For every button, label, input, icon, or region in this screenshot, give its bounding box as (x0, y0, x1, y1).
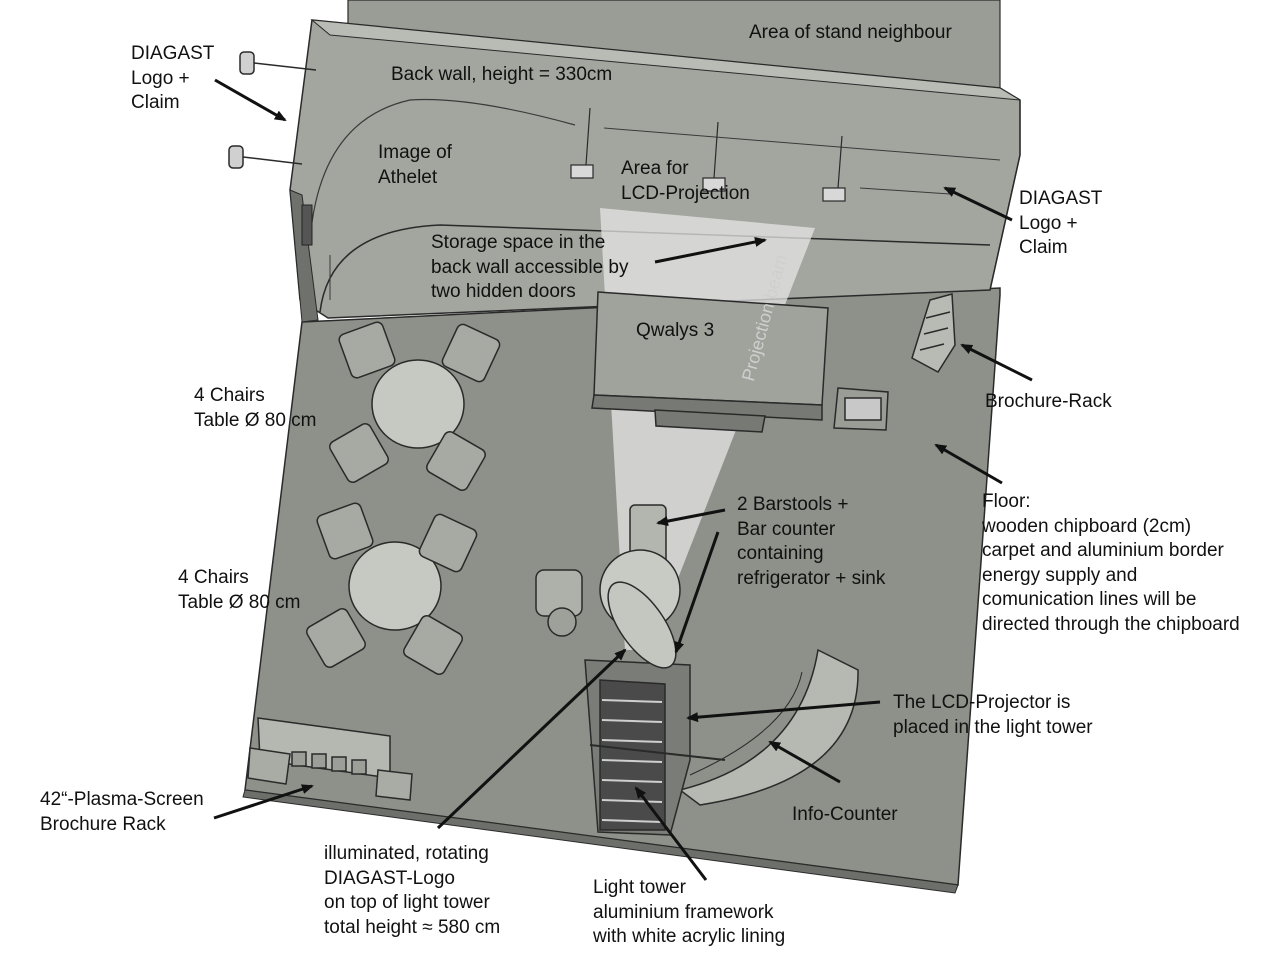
label-lcd-projector: The LCD-Projector is placed in the light… (893, 692, 1093, 738)
brochure-rack-right (911, 293, 956, 373)
left-wall-edge (289, 189, 319, 323)
label-qwalys: Qwalys 3 (636, 320, 715, 341)
label-diagast-right: DIAGAST Logo + Claim (1019, 188, 1103, 258)
floor-edge (242, 789, 959, 894)
label-light-tower: Light tower aluminium framework with whi… (593, 877, 786, 947)
label-neighbour: Area of stand neighbour (749, 22, 952, 43)
curved-wall (319, 224, 991, 313)
label-storage: Storage space in the back wall accessibl… (431, 232, 629, 302)
logo-spotlights (228, 51, 317, 169)
qwalys-machine (591, 291, 889, 433)
light-tower (584, 581, 726, 836)
table-group-2 (306, 502, 478, 675)
label-barstools: 2 Barstools + Bar counter containing ref… (737, 494, 886, 589)
label-info-counter: Info-Counter (792, 804, 898, 825)
label-floor: Floor: wooden chipboard (2cm) carpet and… (982, 491, 1240, 635)
wall-lamps (570, 107, 846, 202)
label-brochure-rack: Brochure-Rack (985, 391, 1112, 412)
label-back-wall: Back wall, height = 330cm (391, 64, 613, 85)
info-counter (678, 648, 859, 806)
label-lcd-area: Area for LCD-Projection (621, 158, 750, 204)
label-chairs-1: 4 Chairs Table Ø 80 cm (194, 385, 317, 431)
label-image-athlete: Image of Athelet (378, 142, 452, 188)
label-chairs-2: 4 Chairs Table Ø 80 cm (178, 567, 301, 613)
label-rotating-logo: illuminated, rotating DIAGAST-Logo on to… (324, 843, 501, 938)
label-plasma: 42“-Plasma-Screen Brochure Rack (40, 789, 204, 835)
table-group-1 (329, 321, 501, 491)
annotation-arrows (213, 78, 1033, 881)
plasma-screen (247, 717, 413, 801)
label-diagast-left: DIAGAST Logo + Claim (131, 43, 215, 113)
